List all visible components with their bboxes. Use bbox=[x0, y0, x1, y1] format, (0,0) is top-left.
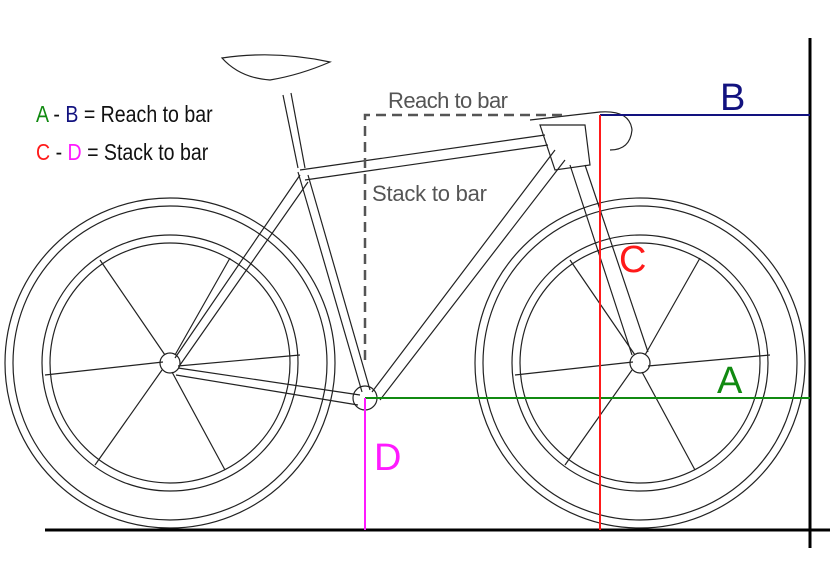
legend-reach-text: = Reach to bar bbox=[83, 101, 213, 127]
legend-b: B bbox=[65, 101, 79, 127]
legend-c: C bbox=[36, 139, 51, 165]
legend-stack: C - D = Stack to bar bbox=[36, 139, 208, 166]
legend-stack-text: = Stack to bar bbox=[87, 139, 209, 165]
front-wheel bbox=[474, 197, 806, 529]
legend-reach: A - B = Reach to bar bbox=[36, 101, 213, 128]
legend-sep: - bbox=[55, 139, 63, 165]
rear-wheel bbox=[4, 197, 336, 529]
legend-a: A bbox=[36, 101, 48, 127]
dashed-reach-stack-guide bbox=[363, 113, 565, 360]
reach-label: Reach to bar bbox=[388, 88, 508, 113]
bicycle-drawing bbox=[4, 54, 806, 529]
label-b: B bbox=[720, 77, 745, 119]
stack-label: Stack to bar bbox=[372, 181, 487, 206]
label-d: D bbox=[374, 437, 401, 479]
legend-sep: - bbox=[53, 101, 60, 127]
legend-d: D bbox=[67, 139, 82, 165]
label-a: A bbox=[717, 360, 743, 402]
label-c: C bbox=[619, 239, 646, 281]
